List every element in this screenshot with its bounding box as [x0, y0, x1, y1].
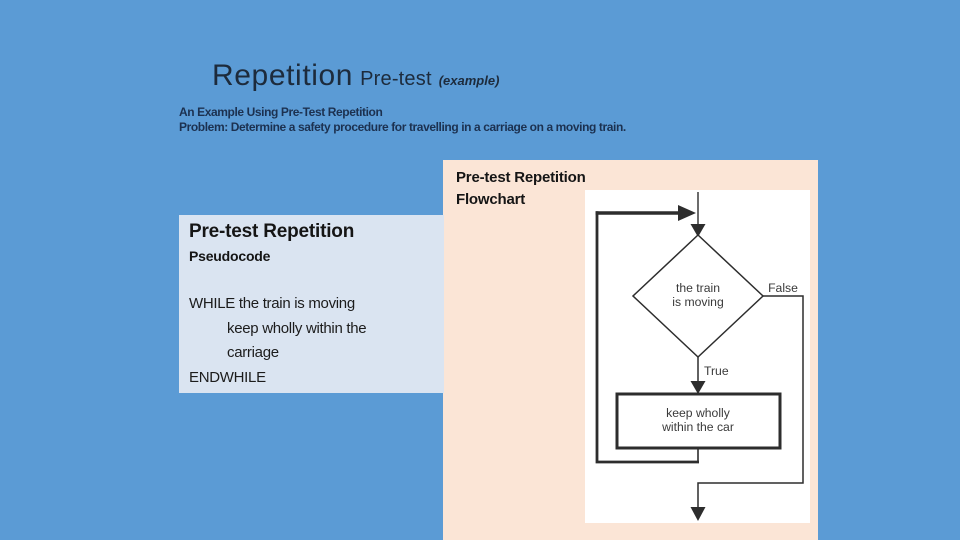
intro-line-2: Problem: Determine a safety procedure fo… — [179, 120, 626, 134]
flowchart-image: the train is moving False True keep whol… — [585, 190, 810, 523]
pseudocode-line: keep wholly within the — [227, 319, 367, 337]
loop-arrowhead-right-icon — [678, 205, 696, 221]
exit-arrowhead-icon — [690, 507, 706, 521]
flowchart-svg: the train is moving False True keep whol… — [595, 192, 804, 521]
flowchart-heading-line2: Flowchart — [456, 191, 526, 208]
decision-arrowhead-icon — [690, 224, 706, 237]
title-note: (example) — [438, 73, 500, 88]
intro-line-1: An Example Using Pre-Test Repetition — [179, 105, 383, 119]
process-label-line1: keep wholly — [666, 406, 731, 420]
pseudocode-subheading: Pseudocode — [189, 248, 271, 264]
false-label: False — [768, 281, 798, 295]
decision-label-line1: the train — [676, 281, 720, 295]
pseudocode-panel: Pre-test Repetition Pseudocode WHILE the… — [179, 215, 444, 393]
pseudocode-block: WHILE the train is moving keep wholly wi… — [189, 292, 367, 390]
title-main: Repetition — [212, 59, 354, 92]
pseudocode-line: WHILE the train is moving — [189, 295, 355, 312]
flowchart-heading-line1: Pre-test Repetition — [456, 169, 586, 186]
false-branch-line — [697, 295, 804, 508]
process-box — [615, 392, 782, 450]
pseudocode-line: ENDWHILE — [189, 368, 266, 386]
loop-line — [595, 211, 699, 464]
pseudocode-line: carriage — [227, 344, 279, 361]
true-label: True — [704, 364, 729, 378]
flowchart-heading: Pre-test Repetition Flowchart — [456, 167, 586, 211]
page-title: Repetition Pre-test (example) — [212, 59, 499, 93]
flowchart-panel: Pre-test Repetition Flowchart the train … — [443, 160, 818, 540]
decision-label-line2: is moving — [672, 295, 723, 309]
pseudocode-heading: Pre-test Repetition — [189, 221, 355, 242]
intro-block: An Example Using Pre-Test Repetition Pro… — [179, 105, 626, 135]
title-variant: Pre-test — [360, 68, 432, 90]
process-arrowhead-icon — [690, 381, 706, 394]
process-label-line2: within the car — [661, 420, 734, 434]
